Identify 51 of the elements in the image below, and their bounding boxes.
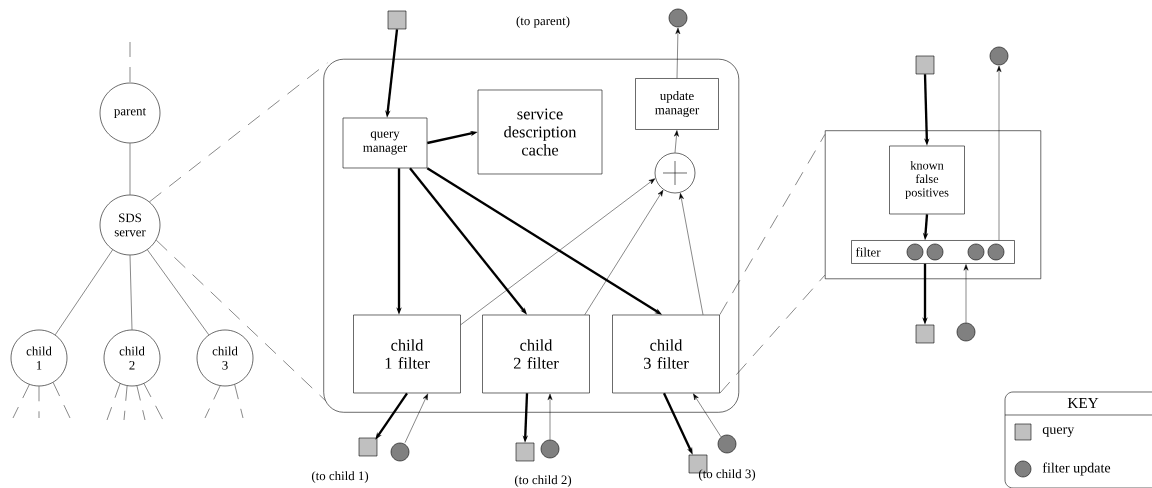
arrow <box>674 130 679 153</box>
process-box: update manager <box>635 78 719 130</box>
filter-detail-box <box>824 130 1042 280</box>
dashed-line <box>136 385 146 421</box>
query-square <box>387 10 407 30</box>
query-square <box>915 55 935 75</box>
dashed-line <box>38 386 40 419</box>
arrow <box>460 178 656 325</box>
arrow <box>996 65 1002 241</box>
arrow <box>404 393 428 443</box>
process-box: query manager <box>342 117 428 169</box>
query-square <box>358 437 378 457</box>
connector-line <box>129 143 131 195</box>
arrow <box>584 189 664 315</box>
text-label: (to child 1) <box>311 471 369 483</box>
arrow <box>963 264 969 323</box>
text-label: (to child 2) <box>514 475 572 487</box>
update-dot <box>390 442 410 462</box>
update-dot <box>717 434 737 454</box>
server-outline <box>323 58 740 413</box>
update-dot <box>668 8 688 28</box>
dashed-line <box>719 274 826 394</box>
update-dot <box>989 46 1009 66</box>
text-label: KEY <box>1067 398 1099 408</box>
filter-bar: filter <box>851 240 1015 264</box>
process-box: service description cache <box>477 89 603 175</box>
dashed-line <box>204 385 221 419</box>
query-square <box>915 324 935 344</box>
arrow <box>675 27 681 79</box>
text-label: (to parent) <box>516 16 570 28</box>
process-box: child 1 filter <box>353 314 461 394</box>
legend-label: filter update <box>1042 462 1111 476</box>
query-square <box>515 442 535 462</box>
text-label: (to child 3) <box>698 469 756 481</box>
connector-line <box>129 255 133 330</box>
connector-line <box>55 249 113 336</box>
sum-circle <box>654 152 696 194</box>
process-box: child 2 filter <box>482 314 590 394</box>
arrow <box>693 393 722 438</box>
arrow <box>547 393 553 440</box>
legend-label: query <box>1042 427 1075 437</box>
arrow <box>679 193 704 315</box>
process-box: known false positives <box>889 145 965 215</box>
connector-line <box>147 249 209 336</box>
arrow <box>426 167 662 315</box>
dashed-line <box>123 385 128 421</box>
update-dot <box>540 439 560 459</box>
dashed-line <box>149 62 328 203</box>
dashed-line <box>234 384 244 419</box>
process-box: child 3 filter <box>612 314 720 394</box>
update-dot <box>956 322 976 342</box>
